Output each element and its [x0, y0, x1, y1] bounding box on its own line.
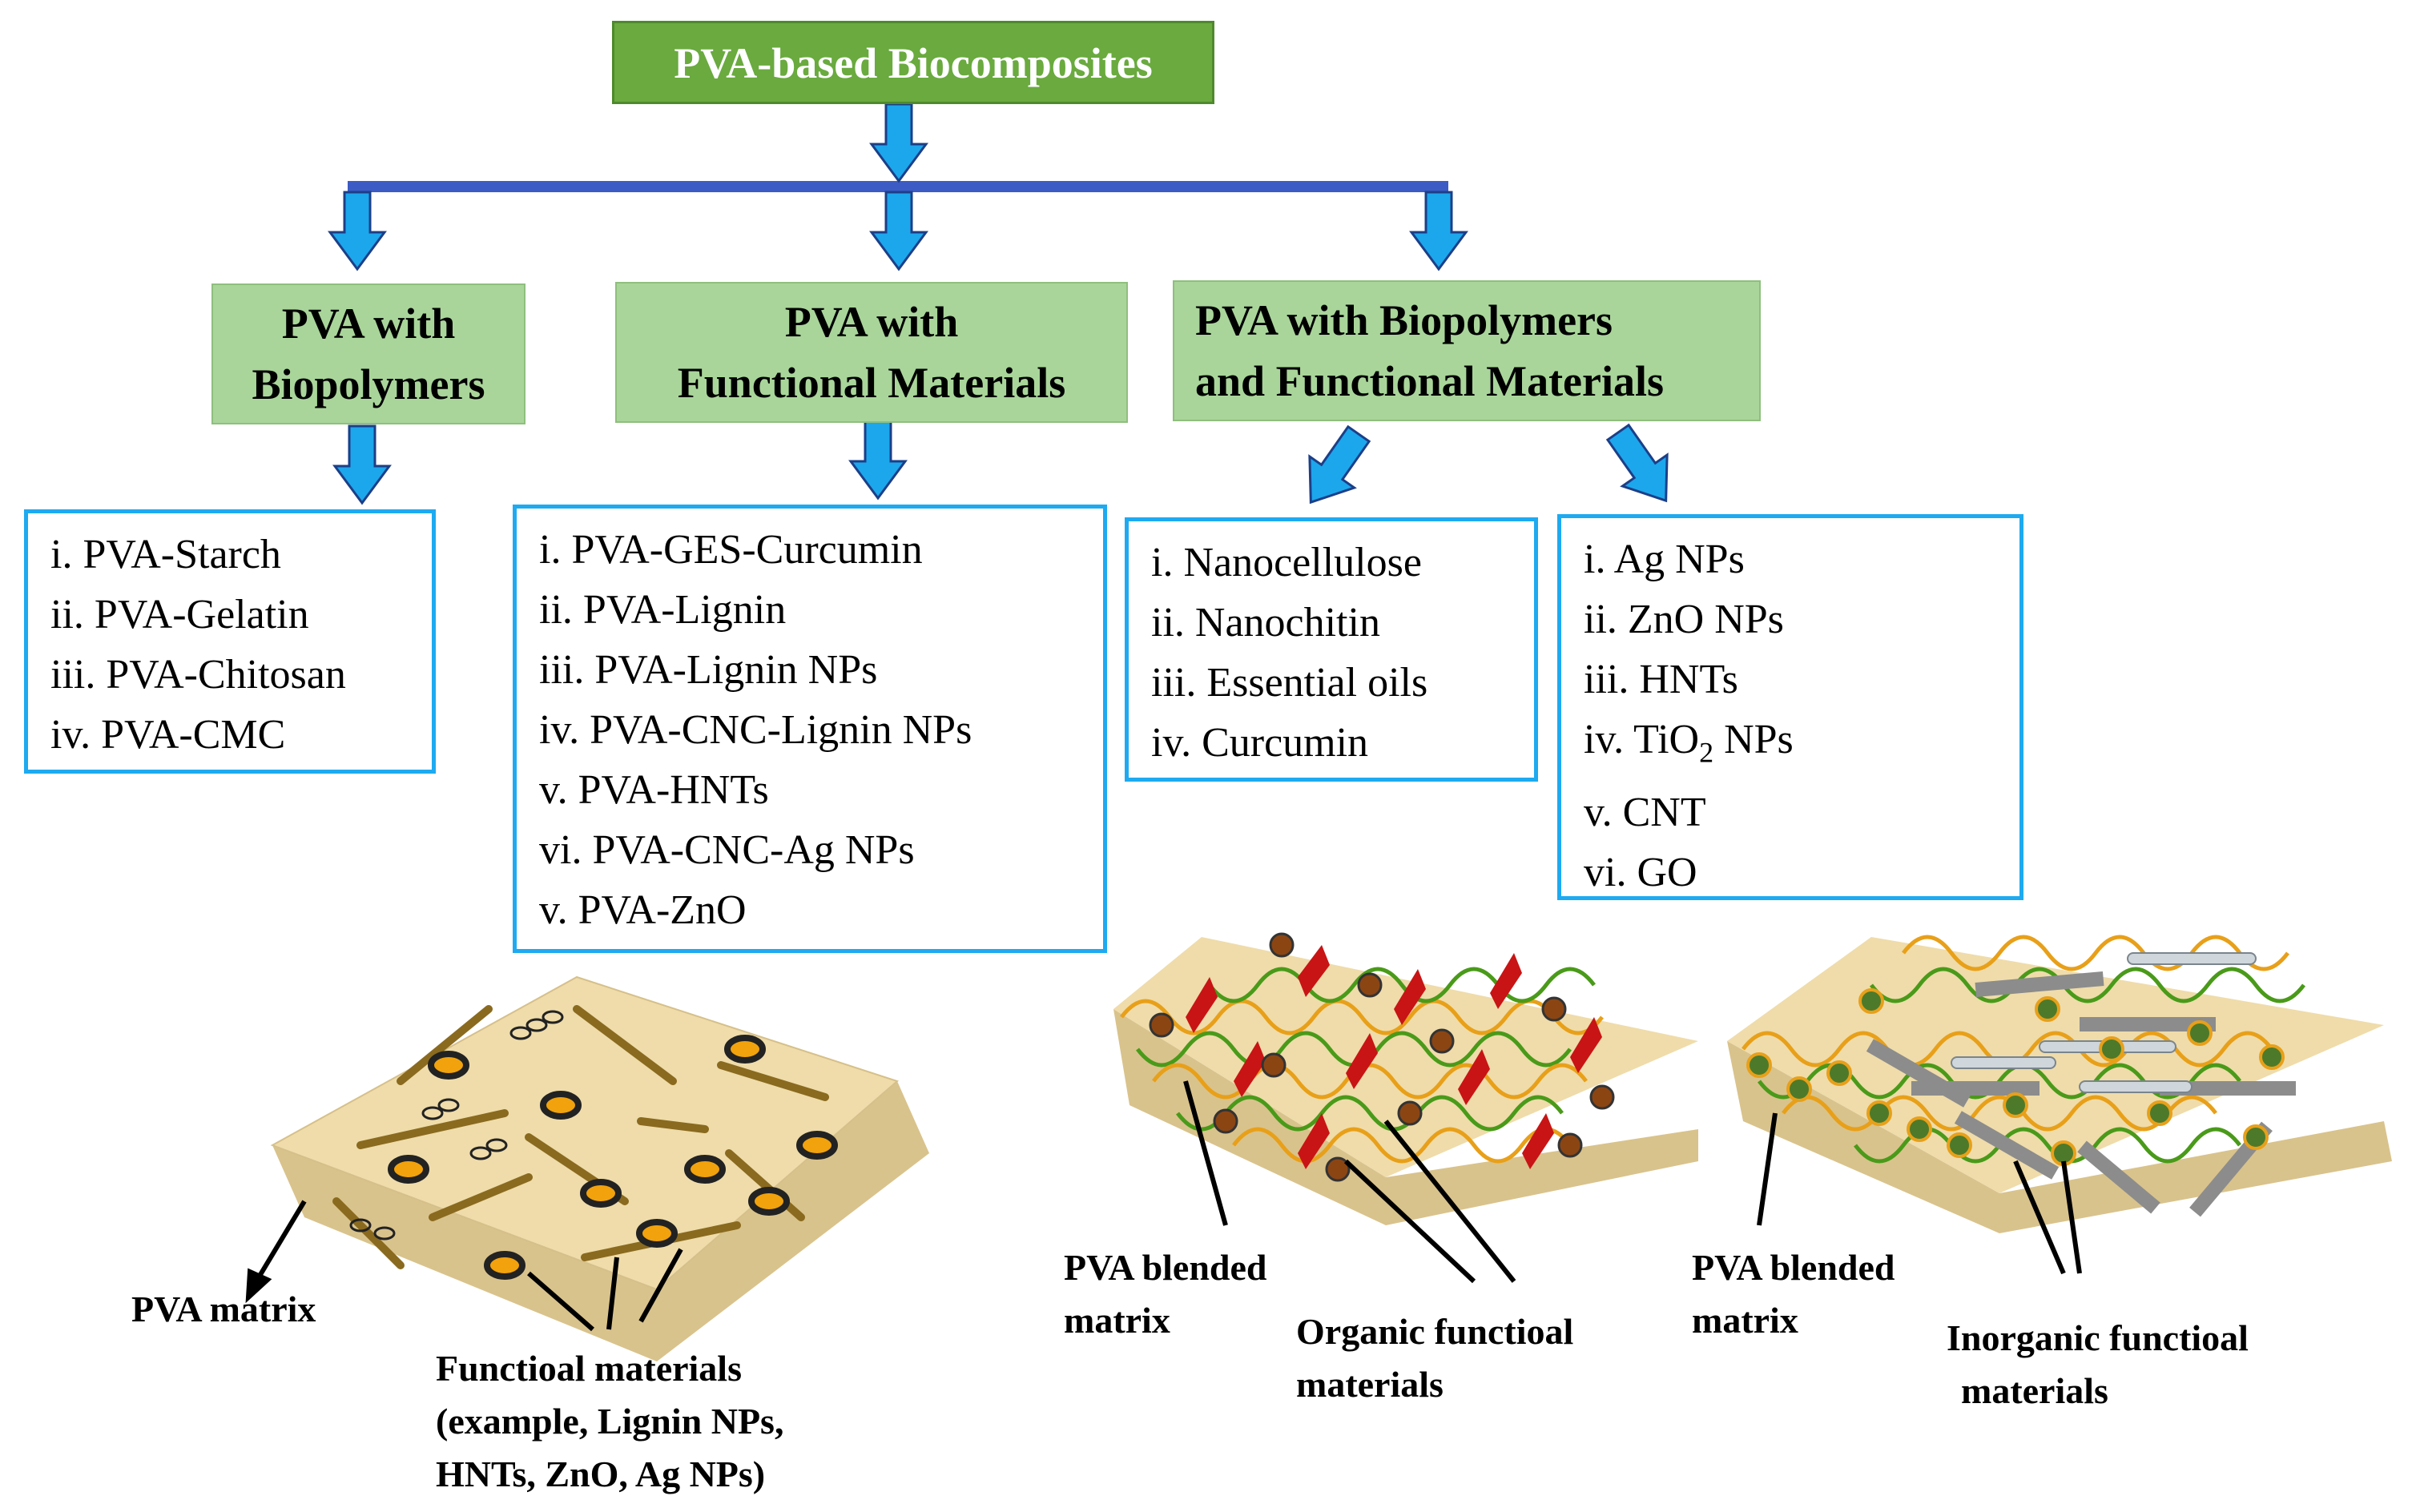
matrix-slab-side — [1113, 1009, 1698, 1225]
diagonal-arrow-icon — [1308, 424, 1371, 505]
particle-group — [388, 1035, 838, 1280]
illustration-organic-blend — [1113, 932, 1698, 1284]
category-label-line1: PVA with — [281, 300, 456, 348]
label-blended-matrix-organic: PVA blended matrix — [1064, 1241, 1267, 1347]
list-biopolymers: i. PVA-Starch ii. PVA-Gelatin iii. PVA-C… — [24, 509, 436, 774]
label-line: matrix — [1064, 1300, 1170, 1341]
list-item: iii. PVA-Chitosan — [50, 652, 346, 698]
category-biopolymers-functional: PVA with Biopolymers and Functional Mate… — [1173, 280, 1761, 421]
label-line: PVA blended — [1064, 1247, 1267, 1288]
down-arrow-icon — [870, 191, 928, 271]
list-item: ii. PVA-Lignin — [539, 587, 787, 633]
list-item: ii. ZnO NPs — [1584, 597, 1784, 642]
diagonal-arrow-icon — [1605, 423, 1669, 503]
list-item: i. Ag NPs — [1584, 537, 1745, 582]
pointer-arrow-icon — [1757, 1112, 2082, 1275]
list-item: iii. HNTs — [1584, 657, 1738, 702]
list-item: ii. Nanochitin — [1151, 600, 1380, 645]
list-item: iii. PVA-Lignin NPs — [539, 647, 878, 693]
category-label-line2: and Functional Materials — [1195, 357, 1665, 405]
label-line: matrix — [1692, 1300, 1798, 1341]
illustration-inorganic-blend — [1727, 935, 2392, 1275]
category-functional-materials: PVA with Functional Materials — [615, 282, 1128, 423]
category-label-line1: PVA with — [784, 298, 959, 346]
label-line: Functioal materials — [436, 1348, 742, 1389]
list-item: i. Nanocellulose — [1151, 540, 1422, 585]
list-item: iv. Curcumin — [1151, 720, 1369, 766]
illustration-pva-matrix — [245, 975, 929, 1361]
green-particle-group — [1746, 988, 2285, 1166]
down-arrow-icon — [333, 424, 391, 505]
label-organic-functional: Organic functioal materials — [1296, 1305, 1573, 1411]
list-item: vi. PVA-CNC-Ag NPs — [539, 827, 915, 873]
category-label-line2: Biopolymers — [252, 360, 485, 408]
label-pva-matrix: PVA matrix — [131, 1289, 316, 1329]
list-item: i. PVA-GES-Curcumin — [539, 527, 923, 573]
label-line: HNTs, ZnO, Ag NPs) — [436, 1454, 766, 1494]
category-biopolymers: PVA with Biopolymers — [211, 284, 525, 424]
list-organic-materials: i. Nanocellulose ii. Nanochitin iii. Ess… — [1125, 517, 1538, 782]
matrix-slab-top — [1113, 937, 1698, 1177]
list-item: ii. PVA-Gelatin — [50, 592, 309, 637]
diagram-title: PVA-based Biocomposites — [674, 39, 1153, 87]
label-line: materials — [1961, 1370, 2108, 1411]
down-arrow-icon — [870, 103, 928, 183]
subscript: 2 — [1699, 736, 1714, 769]
list-item: iv. PVA-CNC-Lignin NPs — [539, 707, 972, 753]
pointer-arrow-icon — [1183, 1080, 1516, 1284]
title-box: PVA-based Biocomposites — [612, 21, 1214, 104]
list-item: iii. Essential oils — [1151, 660, 1428, 706]
list-inorganic-materials: i. Ag NPs ii. ZnO NPs iii. HNTs iv. TiO2… — [1557, 514, 2023, 900]
list-item: iv. TiO2 NPs — [1584, 710, 2019, 782]
list-item-prefix: iv. TiO — [1584, 717, 1700, 762]
label-inorganic-functional: Inorganic functioal materials — [1947, 1312, 2249, 1418]
label-line: (example, Lignin NPs, — [436, 1401, 784, 1442]
label-line: Inorganic functioal — [1947, 1317, 2249, 1358]
list-item: v. PVA-ZnO — [539, 887, 747, 933]
category-label-line1: PVA with Biopolymers — [1195, 296, 1613, 344]
down-arrow-icon — [1410, 191, 1468, 271]
list-item: v. CNT — [1584, 790, 1706, 836]
organic-particle-group — [1149, 932, 1615, 1182]
tube-group — [349, 1010, 564, 1241]
list-item: v. PVA-HNTs — [539, 767, 769, 813]
branch-bar — [348, 181, 1448, 192]
list-item: iv. PVA-CMC — [50, 712, 286, 758]
list-item: vi. GO — [1584, 850, 1697, 896]
pointer-arrow-icon — [245, 1200, 683, 1332]
label-line: PVA blended — [1692, 1247, 1895, 1288]
label-line: Organic functioal — [1296, 1311, 1574, 1352]
down-arrow-icon — [328, 191, 386, 271]
down-arrow-icon — [849, 420, 907, 500]
polymer-chain-group — [1120, 967, 1604, 1164]
list-functional-materials: i. PVA-GES-Curcumin ii. PVA-Lignin iii. … — [513, 505, 1107, 953]
label-blended-matrix-inorganic: PVA blended matrix — [1692, 1241, 1895, 1347]
list-item: i. PVA-Starch — [50, 532, 281, 577]
matrix-slab-side — [272, 1081, 929, 1361]
category-label-line2: Functional Materials — [677, 359, 1066, 407]
label-functional-materials: Functioal materials (example, Lignin NPs… — [436, 1342, 783, 1501]
label-line: materials — [1296, 1364, 1444, 1405]
list-item-suffix: NPs — [1713, 717, 1794, 762]
flake-group — [1186, 945, 1602, 1169]
